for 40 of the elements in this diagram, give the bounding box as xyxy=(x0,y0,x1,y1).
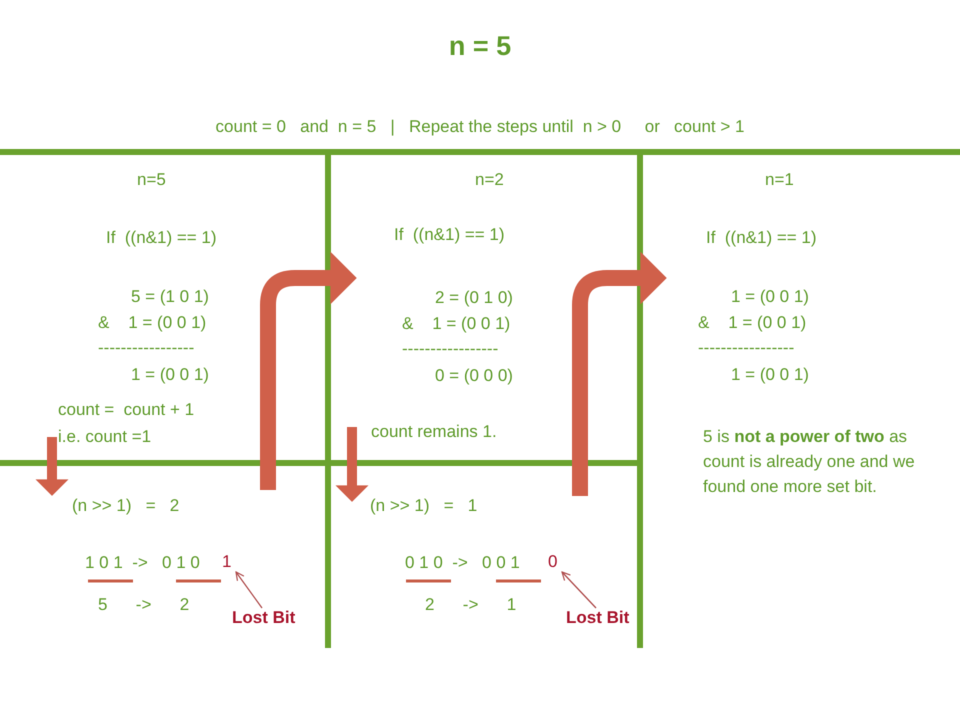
panel-heading: n=5 xyxy=(137,170,166,190)
note-text: i.e. count =1 xyxy=(58,427,152,447)
shift-expression: (n >> 1) = 2 xyxy=(72,496,180,516)
separator-text: ----------------- xyxy=(698,338,794,358)
binary-expression: & 1 = (0 0 1) xyxy=(98,313,206,333)
binary-expression: 1 = (0 0 1) xyxy=(131,365,209,385)
panel-heading: n=1 xyxy=(765,170,794,190)
binary-expression: 1 = (0 0 1) xyxy=(731,365,809,385)
separator-text: ----------------- xyxy=(98,338,194,358)
leader-line xyxy=(235,571,263,608)
separator-text: ----------------- xyxy=(402,339,498,359)
result-text: 5 is not a power of two as count is already one and we found one more set bit. xyxy=(703,426,916,498)
condition-note: count = 0 and n = 5 | Repeat the steps until n > 0 or count > 1 xyxy=(214,117,746,137)
leader-line xyxy=(561,571,596,608)
lost-bit-digit: 0 xyxy=(548,552,562,574)
down-arrow xyxy=(336,427,368,502)
panel-heading: n=2 xyxy=(475,170,504,190)
note-text: count = count + 1 xyxy=(58,400,194,420)
binary-expression: 1 = (0 0 1) xyxy=(731,287,809,307)
callout-label: Lost Bit xyxy=(232,608,298,630)
callout-label: Lost Bit xyxy=(566,608,632,630)
binary-expression: & 1 = (0 0 1) xyxy=(698,313,806,333)
decimal-expression: 5 -> 2 xyxy=(98,595,190,615)
title: n = 5 xyxy=(448,30,512,62)
lost-bit-digit: 1 xyxy=(222,552,236,574)
note-text: count remains 1. xyxy=(371,422,497,442)
condition-text: If ((n&1) == 1) xyxy=(706,228,817,248)
curved-arrow xyxy=(572,252,667,496)
condition-text: If ((n&1) == 1) xyxy=(394,225,505,245)
binary-expression: 5 = (1 0 1) xyxy=(131,287,209,307)
binary-expression: 0 = (0 0 0) xyxy=(435,366,513,386)
down-arrow xyxy=(36,437,68,496)
binary-expression: 2 = (0 1 0) xyxy=(435,288,513,308)
decimal-expression: 2 -> 1 xyxy=(425,595,516,615)
binary-expression: & 1 = (0 0 1) xyxy=(402,314,510,334)
shift-expression: (n >> 1) = 1 xyxy=(370,496,478,516)
binary-expression: 1 0 1 -> 0 1 0 xyxy=(85,553,200,573)
curved-arrow xyxy=(260,252,357,490)
binary-expression: 0 1 0 -> 0 0 1 xyxy=(405,553,520,573)
condition-text: If ((n&1) == 1) xyxy=(106,228,217,248)
